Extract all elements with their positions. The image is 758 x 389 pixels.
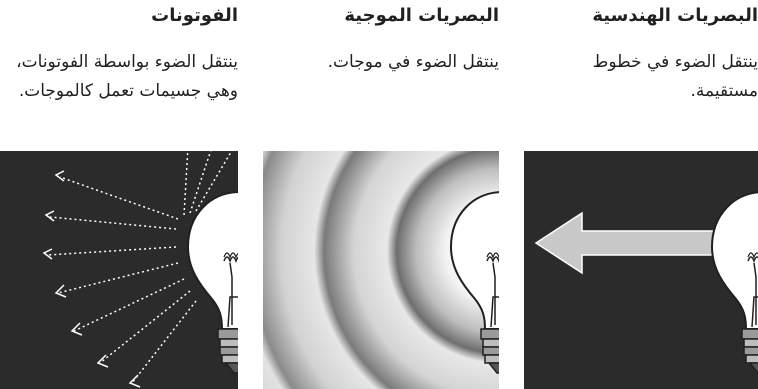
photon-arrow-icon — [44, 171, 140, 387]
photons-illustration — [0, 151, 238, 389]
photons-column: الفوتونات ينتقل الضوء بواسطة الفوتونات، … — [0, 0, 238, 106]
arrow-left-icon — [536, 213, 724, 273]
wave-optics-description: ينتقل الضوء في موجات. — [263, 48, 499, 77]
photons-title: الفوتونات — [0, 4, 238, 28]
light-bulb-icon — [188, 192, 238, 373]
wave-optics-illustration — [263, 151, 499, 389]
geometric-optics-description: ينتقل الضوء في خطوط مستقيمة. — [524, 48, 758, 106]
geometric-optics-title: البصريات الهندسية — [524, 4, 758, 28]
geometric-optics-illustration — [524, 151, 758, 389]
wave-optics-column: البصريات الموجية ينتقل الضوء في موجات. — [263, 0, 499, 77]
light-bulb-icon — [712, 192, 758, 373]
photons-description: ينتقل الضوء بواسطة الفوتونات، وهي جسيمات… — [0, 48, 238, 106]
wave-optics-title: البصريات الموجية — [263, 4, 499, 28]
geometric-optics-column: البصريات الهندسية ينتقل الضوء في خطوط مس… — [524, 0, 758, 106]
